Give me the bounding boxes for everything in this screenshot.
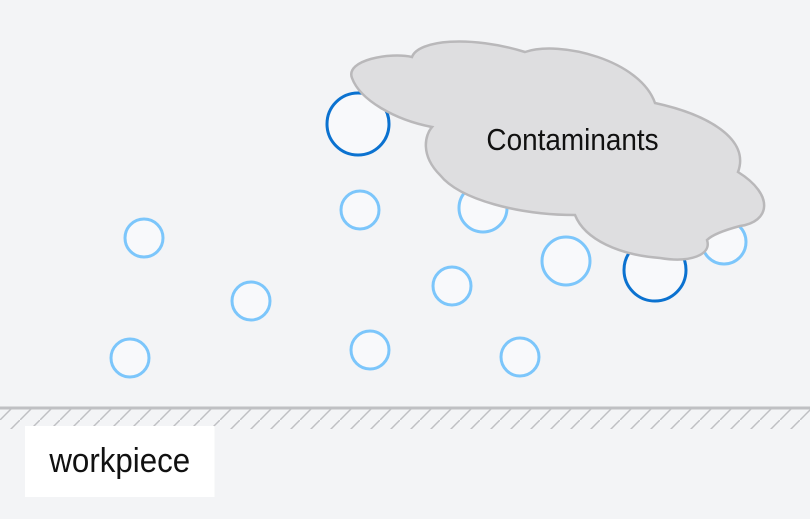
light-particle: [339, 189, 381, 231]
light-particle: [230, 280, 272, 322]
light-particle: [349, 329, 391, 371]
light-particle: [109, 337, 151, 379]
surface-hatching: [0, 409, 810, 429]
light-particle: [540, 235, 592, 287]
light-particle: [499, 336, 541, 378]
dark-particle: [325, 91, 391, 157]
contaminants-label: Contaminants: [486, 122, 659, 157]
contaminants-cloud: [350, 40, 766, 261]
workpiece-label: workpiece: [25, 426, 215, 497]
light-particle: [431, 265, 473, 307]
light-particle: [123, 217, 165, 259]
